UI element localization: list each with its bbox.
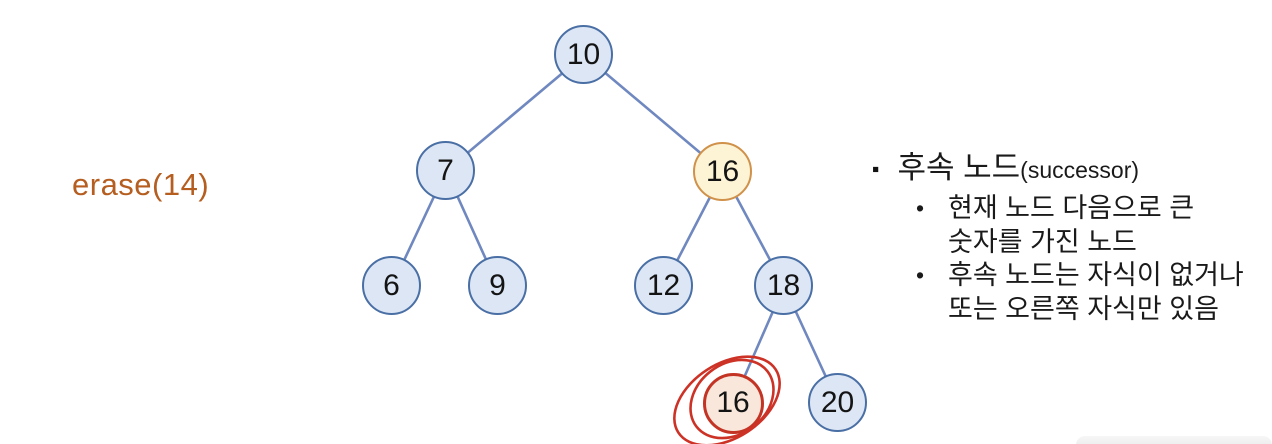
erase-operation-label: erase(14) — [72, 167, 210, 202]
notes-heading: ▪ 후속 노드 (successor) — [872, 142, 1264, 187]
notes-panel: ▪ 후속 노드 (successor) • 현재 노드 다음으로 큰 숫자를 가… — [872, 142, 1264, 326]
list-item: • 후속 노드는 자식이 없거나 또는 오른쪽 자식만 있음 — [916, 259, 1264, 326]
notes-heading-text: 후속 노드 — [897, 150, 1021, 185]
notes-sub-list: • 현재 노드 다음으로 큰 숫자를 가진 노드 • 후속 노드는 자식이 없거… — [916, 192, 1264, 326]
tree-node-7: 7 — [416, 141, 475, 200]
square-bullet-icon: ▪ — [872, 158, 880, 181]
corner-artifact — [1076, 436, 1272, 444]
tree-node-16-duplicate: 16 — [702, 372, 764, 434]
list-item-text: 후속 노드는 자식이 없거나 또는 오른쪽 자식만 있음 — [948, 259, 1244, 326]
tree-node-20: 20 — [808, 373, 867, 432]
notes-heading-suffix: (successor) — [1020, 157, 1140, 183]
tree-node-10: 10 — [554, 25, 613, 84]
tree-node-9: 9 — [468, 256, 527, 315]
list-item-line: 또는 오른쪽 자식만 있음 — [948, 293, 1219, 324]
list-item: • 현재 노드 다음으로 큰 숫자를 가진 노드 — [916, 192, 1264, 259]
list-item-line: 후속 노드는 자식이 없거나 — [948, 260, 1244, 290]
list-item-line: 숫자를 가진 노드 — [948, 226, 1137, 257]
dot-bullet-icon: • — [916, 195, 925, 221]
tree-node-16-successor: 16 — [693, 142, 752, 201]
tree-node-6: 6 — [362, 256, 421, 315]
dot-bullet-icon: • — [916, 262, 925, 288]
tree-node-18: 18 — [754, 256, 813, 315]
tree-node-12: 12 — [634, 256, 693, 315]
list-item-text: 현재 노드 다음으로 큰 숫자를 가진 노드 — [948, 192, 1194, 259]
list-item-line: 현재 노드 다음으로 큰 — [948, 193, 1195, 223]
